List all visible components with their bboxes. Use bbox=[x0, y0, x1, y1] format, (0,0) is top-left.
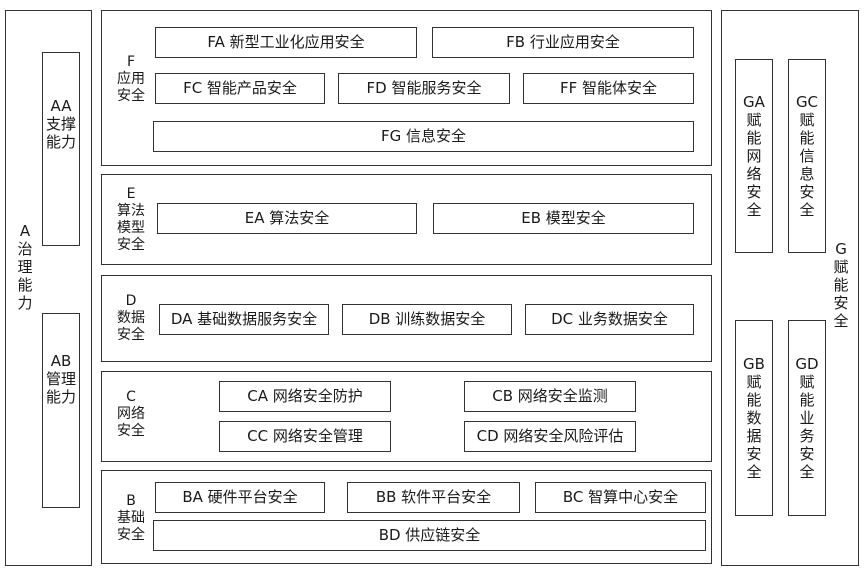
cell-bb: BB 软件平台安全 bbox=[347, 482, 520, 513]
layer-b-label: B 基础 安全 bbox=[117, 493, 145, 543]
cell-gc bbox=[788, 59, 826, 253]
cell-fd: FD 智能服务安全 bbox=[338, 73, 510, 104]
cell-fg: FG 信息安全 bbox=[153, 121, 694, 152]
cell-ca: CA 网络安全防护 bbox=[219, 381, 391, 412]
cell-gc-label: GC 赋 能 信 息 安 全 bbox=[795, 93, 819, 219]
cell-eb: EB 模型安全 bbox=[433, 203, 694, 234]
cell-fa: FA 新型工业化应用安全 bbox=[155, 27, 417, 58]
cell-cd: CD 网络安全风险评估 bbox=[464, 421, 636, 452]
empowerment-label: G 赋 能 安 全 bbox=[833, 240, 849, 330]
cell-ga bbox=[735, 59, 773, 253]
cell-ff: FF 智能体安全 bbox=[523, 73, 694, 104]
cell-dc: DC 业务数据安全 bbox=[525, 304, 694, 335]
management-capability-box bbox=[42, 313, 80, 508]
cell-ga-label: GA 赋 能 网 络 安 全 bbox=[743, 93, 765, 219]
cell-db: DB 训练数据安全 bbox=[342, 304, 512, 335]
cell-fb: FB 行业应用安全 bbox=[432, 27, 694, 58]
management-capability-label: AB 管理 能力 bbox=[45, 352, 76, 406]
cell-fc: FC 智能产品安全 bbox=[155, 73, 325, 104]
support-capability-label: AA 支撑 能力 bbox=[45, 97, 76, 151]
cell-bc: BC 智算中心安全 bbox=[535, 482, 706, 513]
cell-gd bbox=[788, 320, 826, 516]
layer-d-label: D 数据 安全 bbox=[117, 293, 145, 343]
cell-cb: CB 网络安全监测 bbox=[464, 381, 636, 412]
cell-ea: EA 算法安全 bbox=[157, 203, 417, 234]
cell-gd-label: GD 赋 能 业 务 安 全 bbox=[795, 355, 819, 481]
cell-ba: BA 硬件平台安全 bbox=[155, 482, 325, 513]
layer-f-label: F 应用 安全 bbox=[117, 54, 145, 104]
cell-cc: CC 网络安全管理 bbox=[219, 421, 391, 452]
layer-e-label: E 算法 模型 安全 bbox=[117, 186, 145, 253]
support-capability-box bbox=[42, 52, 80, 246]
cell-da: DA 基础数据服务安全 bbox=[159, 304, 329, 335]
layer-c-label: C 网络 安全 bbox=[117, 389, 145, 439]
cell-gb bbox=[735, 320, 773, 516]
cell-gb-label: GB 赋 能 数 据 安 全 bbox=[743, 355, 765, 481]
cell-bd: BD 供应链安全 bbox=[153, 520, 706, 551]
governance-label: A 治 理 能 力 bbox=[17, 222, 33, 312]
